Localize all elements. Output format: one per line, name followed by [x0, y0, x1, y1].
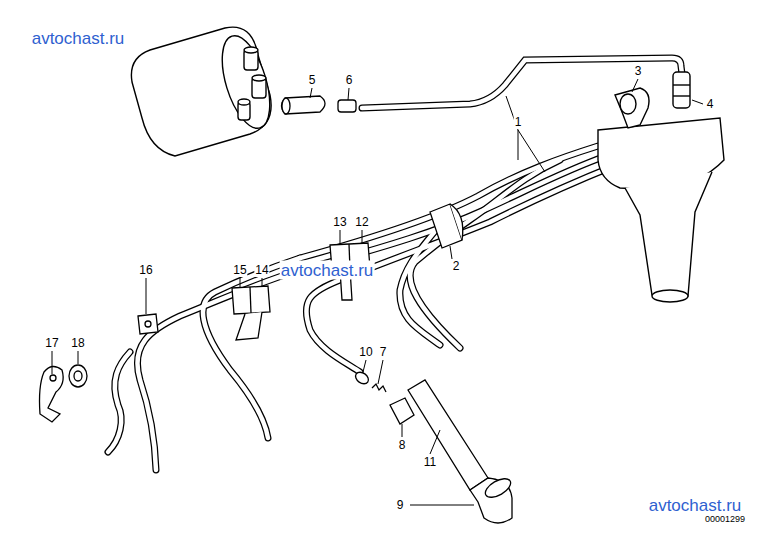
callout-number: 12: [354, 215, 369, 229]
callout-number: 7: [379, 345, 388, 359]
callout-number: 16: [138, 263, 153, 277]
wire-tubes-inner: [108, 58, 682, 470]
distributor: [598, 72, 724, 302]
callout-number: 17: [44, 336, 59, 350]
callout-number: 6: [345, 73, 354, 87]
callout-number: 13: [332, 215, 347, 229]
watermark: avtochast.ru: [648, 496, 743, 515]
callout-number: 5: [308, 73, 317, 87]
plug-connector-parts: [353, 370, 513, 523]
leader-lines: [52, 79, 703, 505]
wire-tubes: [108, 58, 682, 470]
connectors-5-6: [282, 96, 357, 114]
callout-number: 10: [358, 345, 373, 359]
drawing-number: 00001299: [704, 514, 746, 525]
callout-number: 3: [634, 64, 643, 78]
callout-number: 8: [398, 438, 407, 452]
callout-number: 9: [396, 498, 405, 512]
watermark: avtochast.ru: [280, 261, 375, 280]
callout-number: 15: [232, 263, 247, 277]
callout-number: 11: [423, 455, 437, 469]
callout-number: 1: [514, 115, 523, 129]
clips-14-15: [232, 286, 270, 340]
bracket-17-grommet-18: [40, 365, 88, 422]
callout-number: 4: [706, 97, 715, 111]
harness-clamp-2: [430, 204, 463, 248]
clip-16: [138, 314, 158, 334]
watermark: avtochast.ru: [31, 29, 126, 48]
coil: [131, 27, 279, 156]
callout-number: 18: [70, 336, 85, 350]
callout-number: 14: [254, 263, 269, 277]
callout-number: 2: [452, 259, 461, 273]
